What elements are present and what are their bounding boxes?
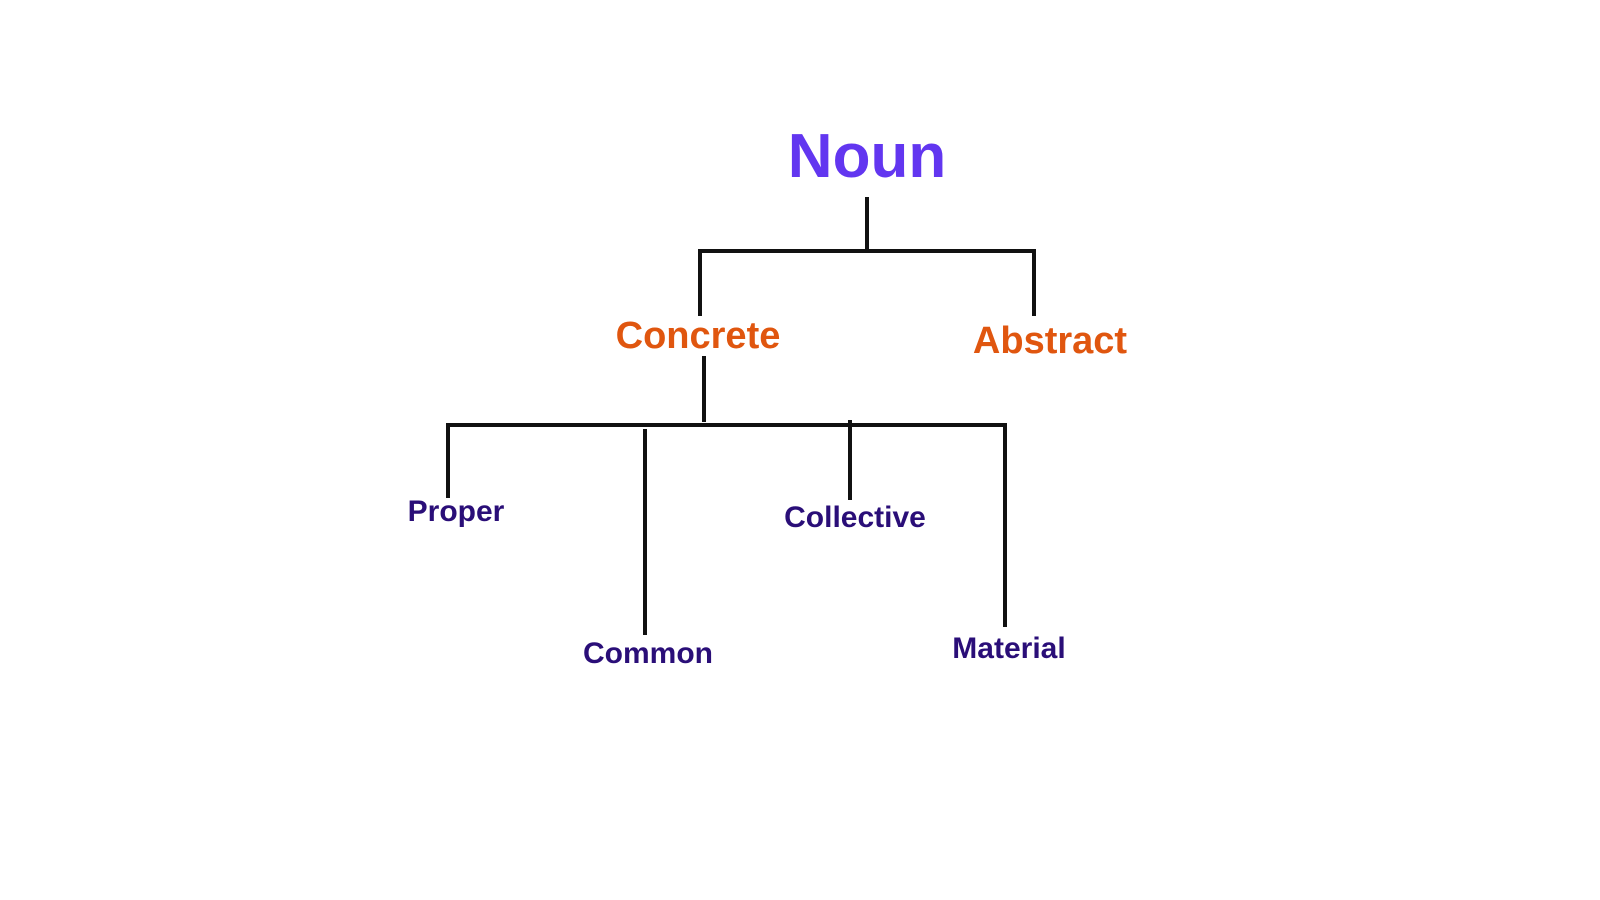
node-proper: Proper [407,495,505,528]
node-noun: Noun [787,122,947,191]
node-abstract: Abstract [972,320,1128,362]
node-concrete: Concrete [615,315,781,357]
node-common: Common [583,637,713,670]
node-material: Material [952,632,1066,665]
node-collective: Collective [784,501,926,534]
